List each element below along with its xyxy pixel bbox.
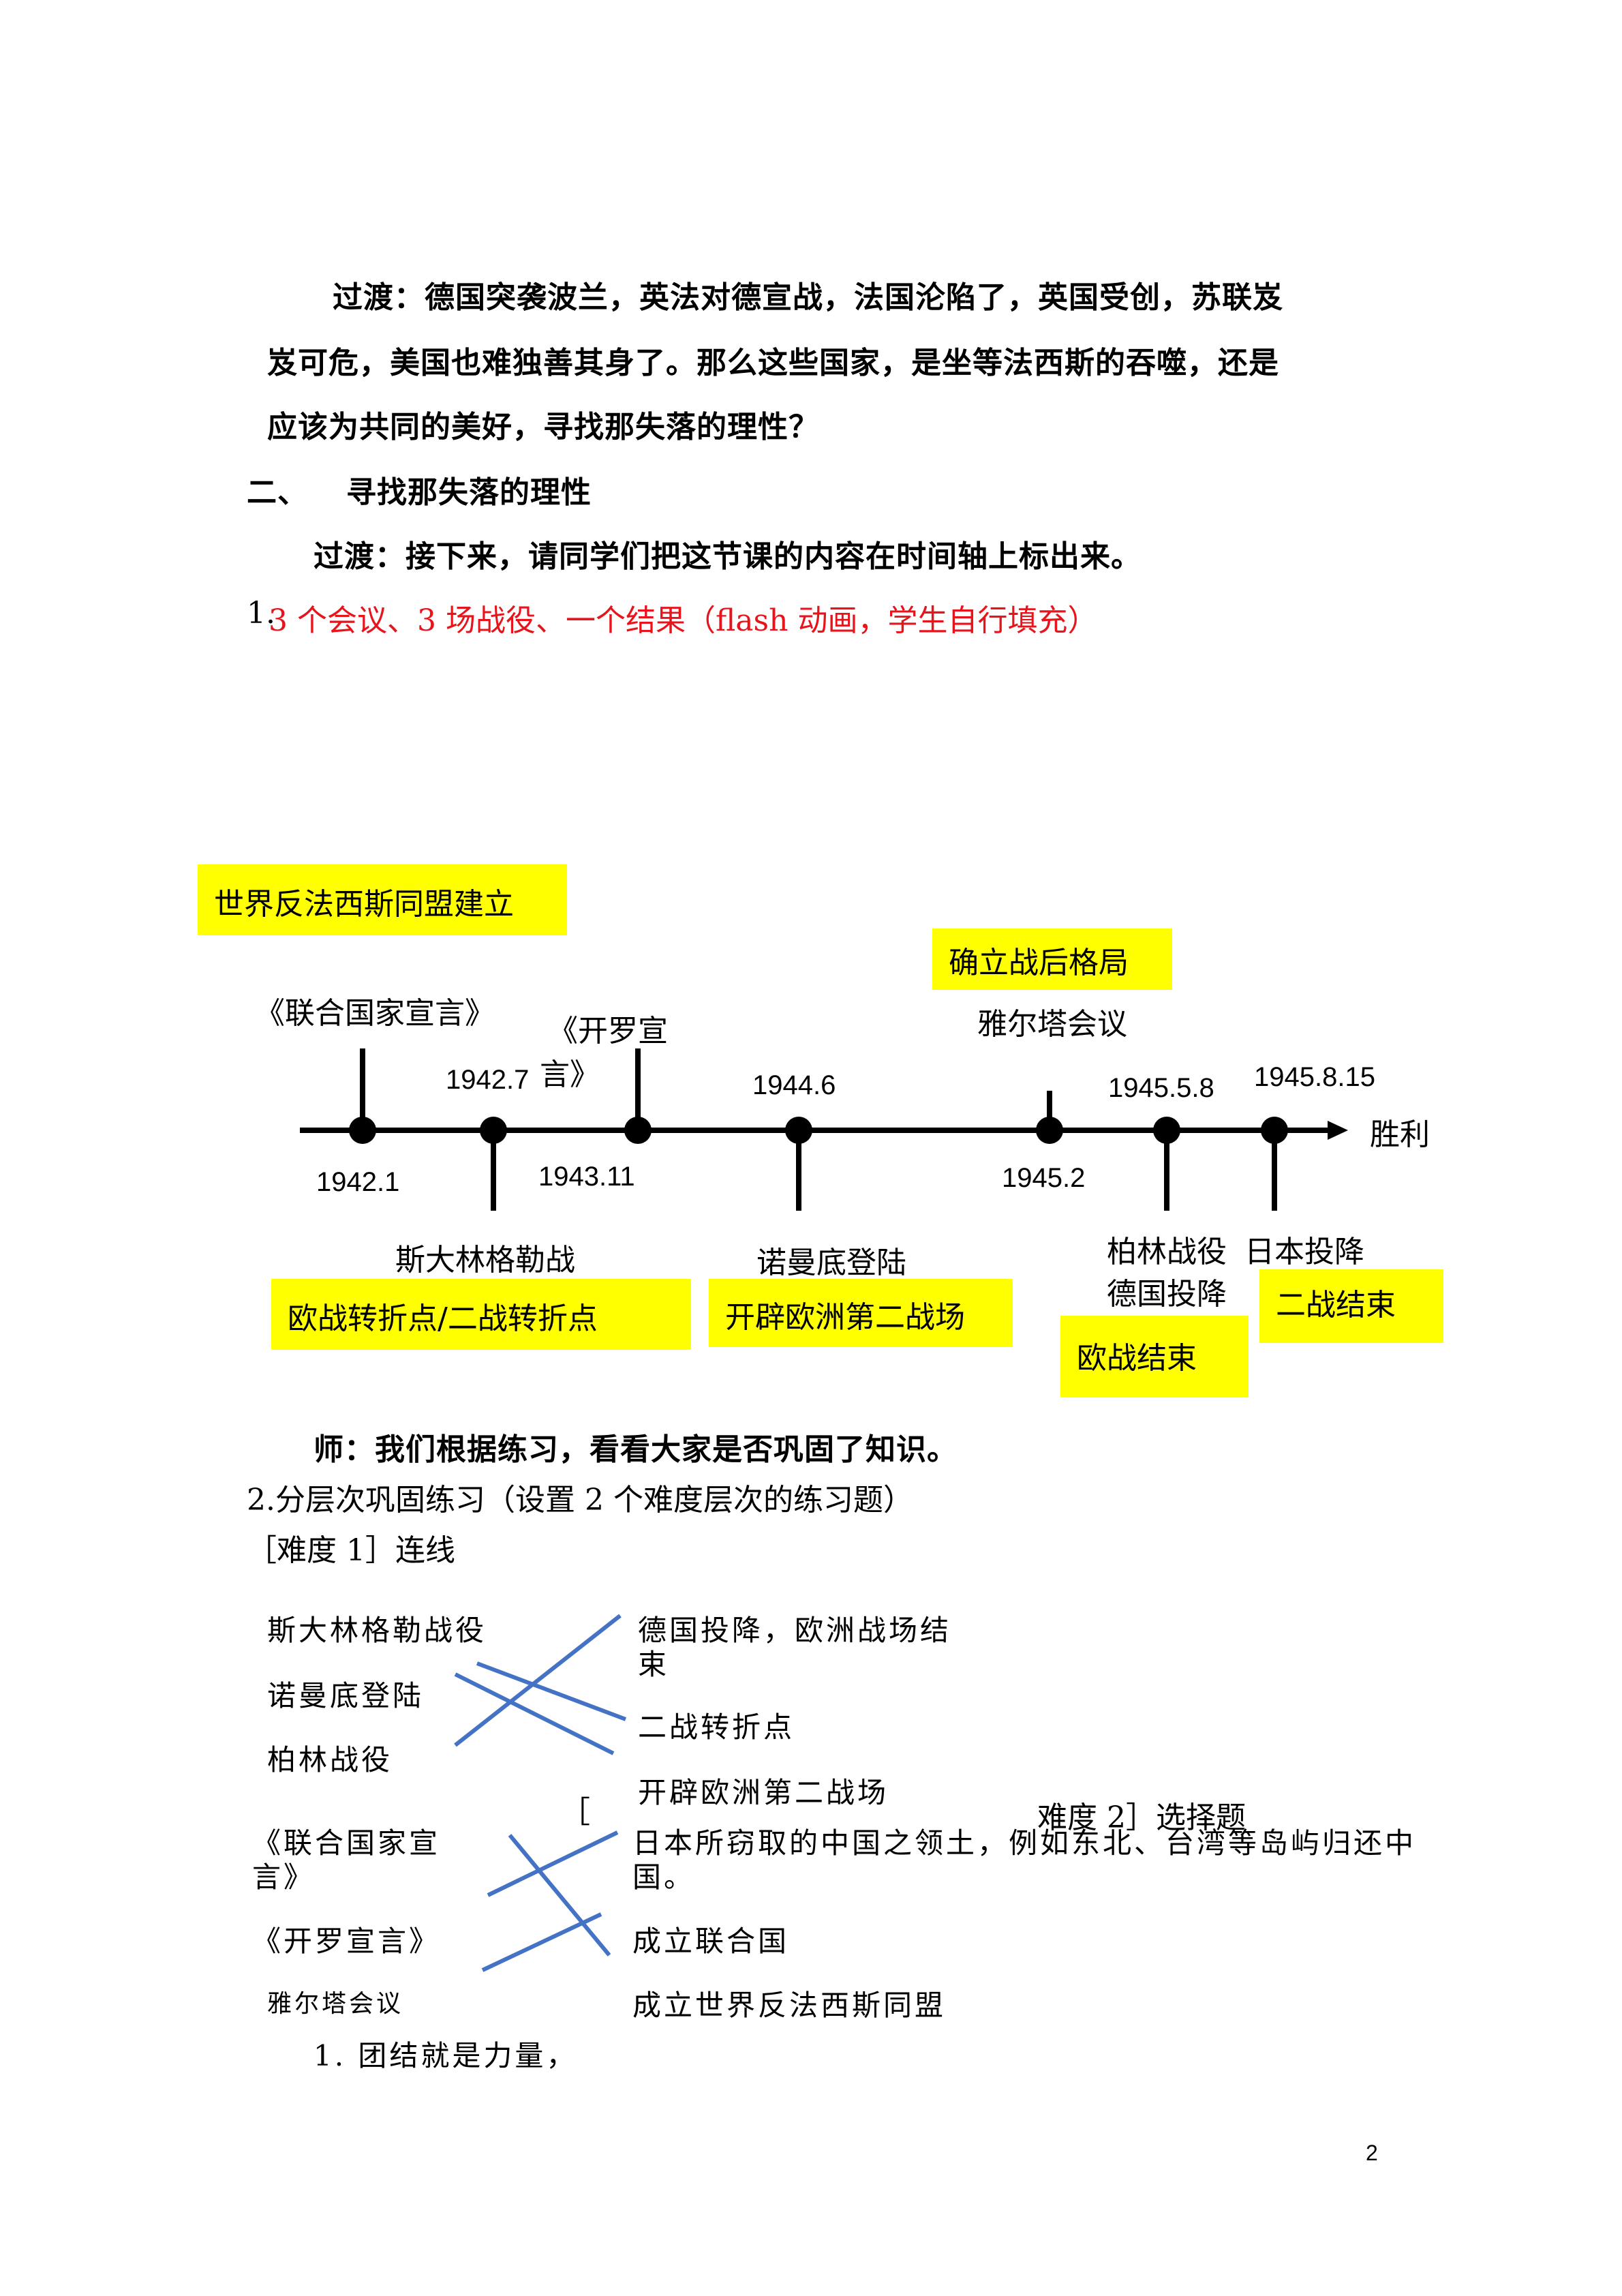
match2-left-1a: 《联合国家宣 xyxy=(252,1826,441,1860)
match-line-4 xyxy=(508,1834,611,1957)
label-yalta: 雅尔塔会议 xyxy=(977,1007,1127,1042)
label-victory: 胜利 xyxy=(1370,1117,1430,1152)
transition-line-2: 岌可危，美国也难独善其身了。那么这些国家，是坐等法西斯的吞噬，还是 xyxy=(267,346,1279,380)
match1-left-2: 诺曼底登陆 xyxy=(267,1679,425,1712)
highlight-euro-end: 欧战结束 xyxy=(1060,1316,1249,1398)
match-line-2 xyxy=(454,1614,622,1747)
match2-right-3: 成立世界反法西斯同盟 xyxy=(632,1989,947,2022)
page-number: 2 xyxy=(1366,2141,1378,2165)
level-2-bracket: ［ xyxy=(560,1795,590,1830)
transition-line-3: 应该为共同的美好，寻找那失落的理性？ xyxy=(267,410,819,444)
section-title: 寻找那失落的理性 xyxy=(346,475,592,510)
match2-right-2: 成立联合国 xyxy=(632,1924,790,1958)
date-1945-5-8: 1945.5.8 xyxy=(1108,1073,1214,1103)
date-1945-2: 1945.2 xyxy=(1002,1163,1086,1193)
date-1942-1: 1942.1 xyxy=(316,1167,400,1197)
label-cairo-2: 言》 xyxy=(540,1057,600,1092)
dot-1942-1 xyxy=(349,1117,376,1144)
label-un-declaration: 《联合国家宣言》 xyxy=(255,996,495,1031)
teacher-line: 师：我们根据练习，看看大家是否巩固了知识。 xyxy=(313,1432,958,1467)
dot-1945-8-15 xyxy=(1261,1117,1288,1144)
highlight-postwar: 确立战后格局 xyxy=(932,928,1172,990)
highlight-second-front: 开辟欧洲第二战场 xyxy=(709,1279,1013,1347)
dot-1945-5-8 xyxy=(1153,1117,1180,1144)
match1-right-1b: 束 xyxy=(638,1648,670,1681)
item-2: 2.分层次巩固练习（设置 2 个难度层次的练习题） xyxy=(247,1483,913,1517)
label-berlin-2: 德国投降 xyxy=(1107,1277,1227,1312)
level-1-title: ［难度 1］连线 xyxy=(247,1533,455,1568)
match2-right-1a: 日本所窃取的中国之领土，例如东北、台湾等岛屿归还中 xyxy=(632,1826,1417,1860)
match1-right-3: 开辟欧洲第二战场 xyxy=(638,1776,889,1809)
transition-2: 过渡：接下来，请同学们把这节课的内容在时间轴上标出来。 xyxy=(313,539,1142,574)
dot-1945-2 xyxy=(1036,1117,1063,1144)
match2-left-2: 《开罗宣言》 xyxy=(252,1924,441,1958)
level-2-title: 难度 2］选择题 xyxy=(1037,1800,1246,1835)
label-cairo-1: 《开罗宣 xyxy=(548,1014,668,1048)
question-1: 1. 团结就是力量， xyxy=(313,2039,578,2072)
label-japan: 日本投降 xyxy=(1244,1235,1364,1269)
item-1-prefix: 1. xyxy=(247,596,275,631)
match1-left-3: 柏林战役 xyxy=(267,1743,393,1777)
match-line-5 xyxy=(487,1830,619,1897)
match2-left-3: 雅尔塔会议 xyxy=(267,1990,404,2018)
dot-1944-6 xyxy=(785,1117,812,1144)
match-line-1 xyxy=(454,1672,615,1755)
highlight-alliance: 世界反法西斯同盟建立 xyxy=(198,864,567,935)
item-1-text: 3 个会议、3 场战役、一个结果（flash 动画，学生自行填充） xyxy=(269,603,1098,638)
match-line-6 xyxy=(481,1912,602,1972)
dot-1942-7 xyxy=(480,1117,507,1144)
match2-left-1b: 言》 xyxy=(252,1860,316,1894)
date-1945-8-15: 1945.8.15 xyxy=(1254,1062,1375,1092)
section-number: 二、 xyxy=(247,475,308,510)
highlight-war-end: 二战结束 xyxy=(1259,1269,1443,1343)
match1-right-1a: 德国投降，欧洲战场结 xyxy=(638,1614,952,1647)
match1-right-2: 二战转折点 xyxy=(638,1710,795,1744)
label-stalingrad: 斯大林格勒战 xyxy=(395,1243,575,1278)
date-1944-6: 1944.6 xyxy=(752,1070,836,1100)
match2-right-1b: 国。 xyxy=(632,1860,696,1894)
highlight-turning-point: 欧战转折点/二战转折点 xyxy=(271,1279,691,1350)
date-1942-7: 1942.7 xyxy=(446,1065,530,1095)
match1-left-1: 斯大林格勒战役 xyxy=(267,1614,487,1647)
label-normandy: 诺曼底登陆 xyxy=(756,1245,906,1280)
transition-line-1: 过渡：德国突袭波兰，英法对德宣战，法国沦陷了，英国受创，苏联岌 xyxy=(333,280,1283,315)
dot-1943-11 xyxy=(624,1117,652,1144)
label-berlin-1: 柏林战役 xyxy=(1107,1235,1227,1269)
timeline-arrow xyxy=(1328,1121,1348,1140)
date-1943-11: 1943.11 xyxy=(538,1162,635,1192)
match-line-3 xyxy=(476,1661,627,1721)
